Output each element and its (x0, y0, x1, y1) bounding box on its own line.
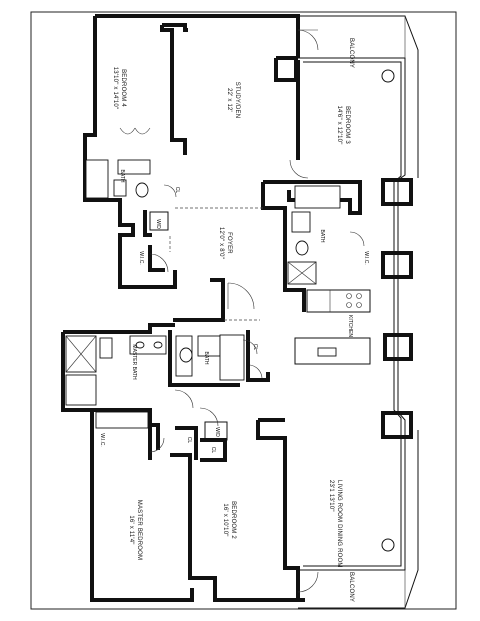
room-bedroom2: BEDROOM 2 (230, 501, 236, 539)
room-bath-b4: BATH (119, 170, 125, 183)
room-master-bath: MASTER BATH (131, 344, 137, 380)
room-bedroom3: BEDROOM 3 (344, 106, 350, 144)
room-wic-b3: W.I.C. (363, 251, 369, 265)
room-balcony-top: BALCONY (348, 38, 354, 68)
room-living-size: 23'1 13'10" (328, 480, 334, 512)
page-border (30, 11, 457, 610)
room-bath-b3: BATH (319, 230, 325, 243)
room-foyer-size: 12'0" x 8'0" (218, 227, 224, 259)
room-balcony-bottom: BALCONY (348, 572, 354, 602)
room-bedroom4: BEDROOM 4 (120, 69, 126, 107)
room-wd-top: W/D (155, 219, 161, 229)
room-bedroom3-size: 14'6" x 12'10" (336, 105, 342, 144)
room-cl-b2a: CL (186, 437, 192, 444)
room-wd-bottom: W/D (214, 427, 220, 437)
room-master-bedroom-size: 16' x 11'4" (128, 515, 134, 544)
exterior-walls (61, 14, 362, 602)
room-kitchen: KITCHEN (347, 315, 353, 337)
room-bath-mid: BATH (203, 352, 209, 365)
room-master-bedroom: MASTER BEDROOM (136, 500, 142, 560)
room-wic-master: W.I.C. (99, 433, 105, 447)
room-study: STUDY/DEN (234, 82, 240, 118)
room-cl-b2b: CL (210, 447, 216, 454)
room-study-size: 22' x 12' (226, 88, 232, 112)
room-living: LIVING ROOM DINING ROOM (336, 480, 342, 568)
room-bedroom2-size: 16' x 10'10" (222, 503, 228, 536)
room-bedroom4-size: 13'10" x 14'10" (112, 67, 118, 110)
fixtures (65, 159, 341, 441)
room-foyer: FOYER (226, 232, 232, 254)
room-wic-top: W.I.C. (138, 251, 144, 265)
room-cl-b4: CL (174, 187, 180, 194)
room-labels: BALCONY BEDROOM 4 13'10" x 14'10" STUDY/… (99, 38, 369, 602)
facade (294, 15, 419, 609)
doors (119, 29, 365, 593)
room-cl-mid: CL (252, 344, 258, 351)
